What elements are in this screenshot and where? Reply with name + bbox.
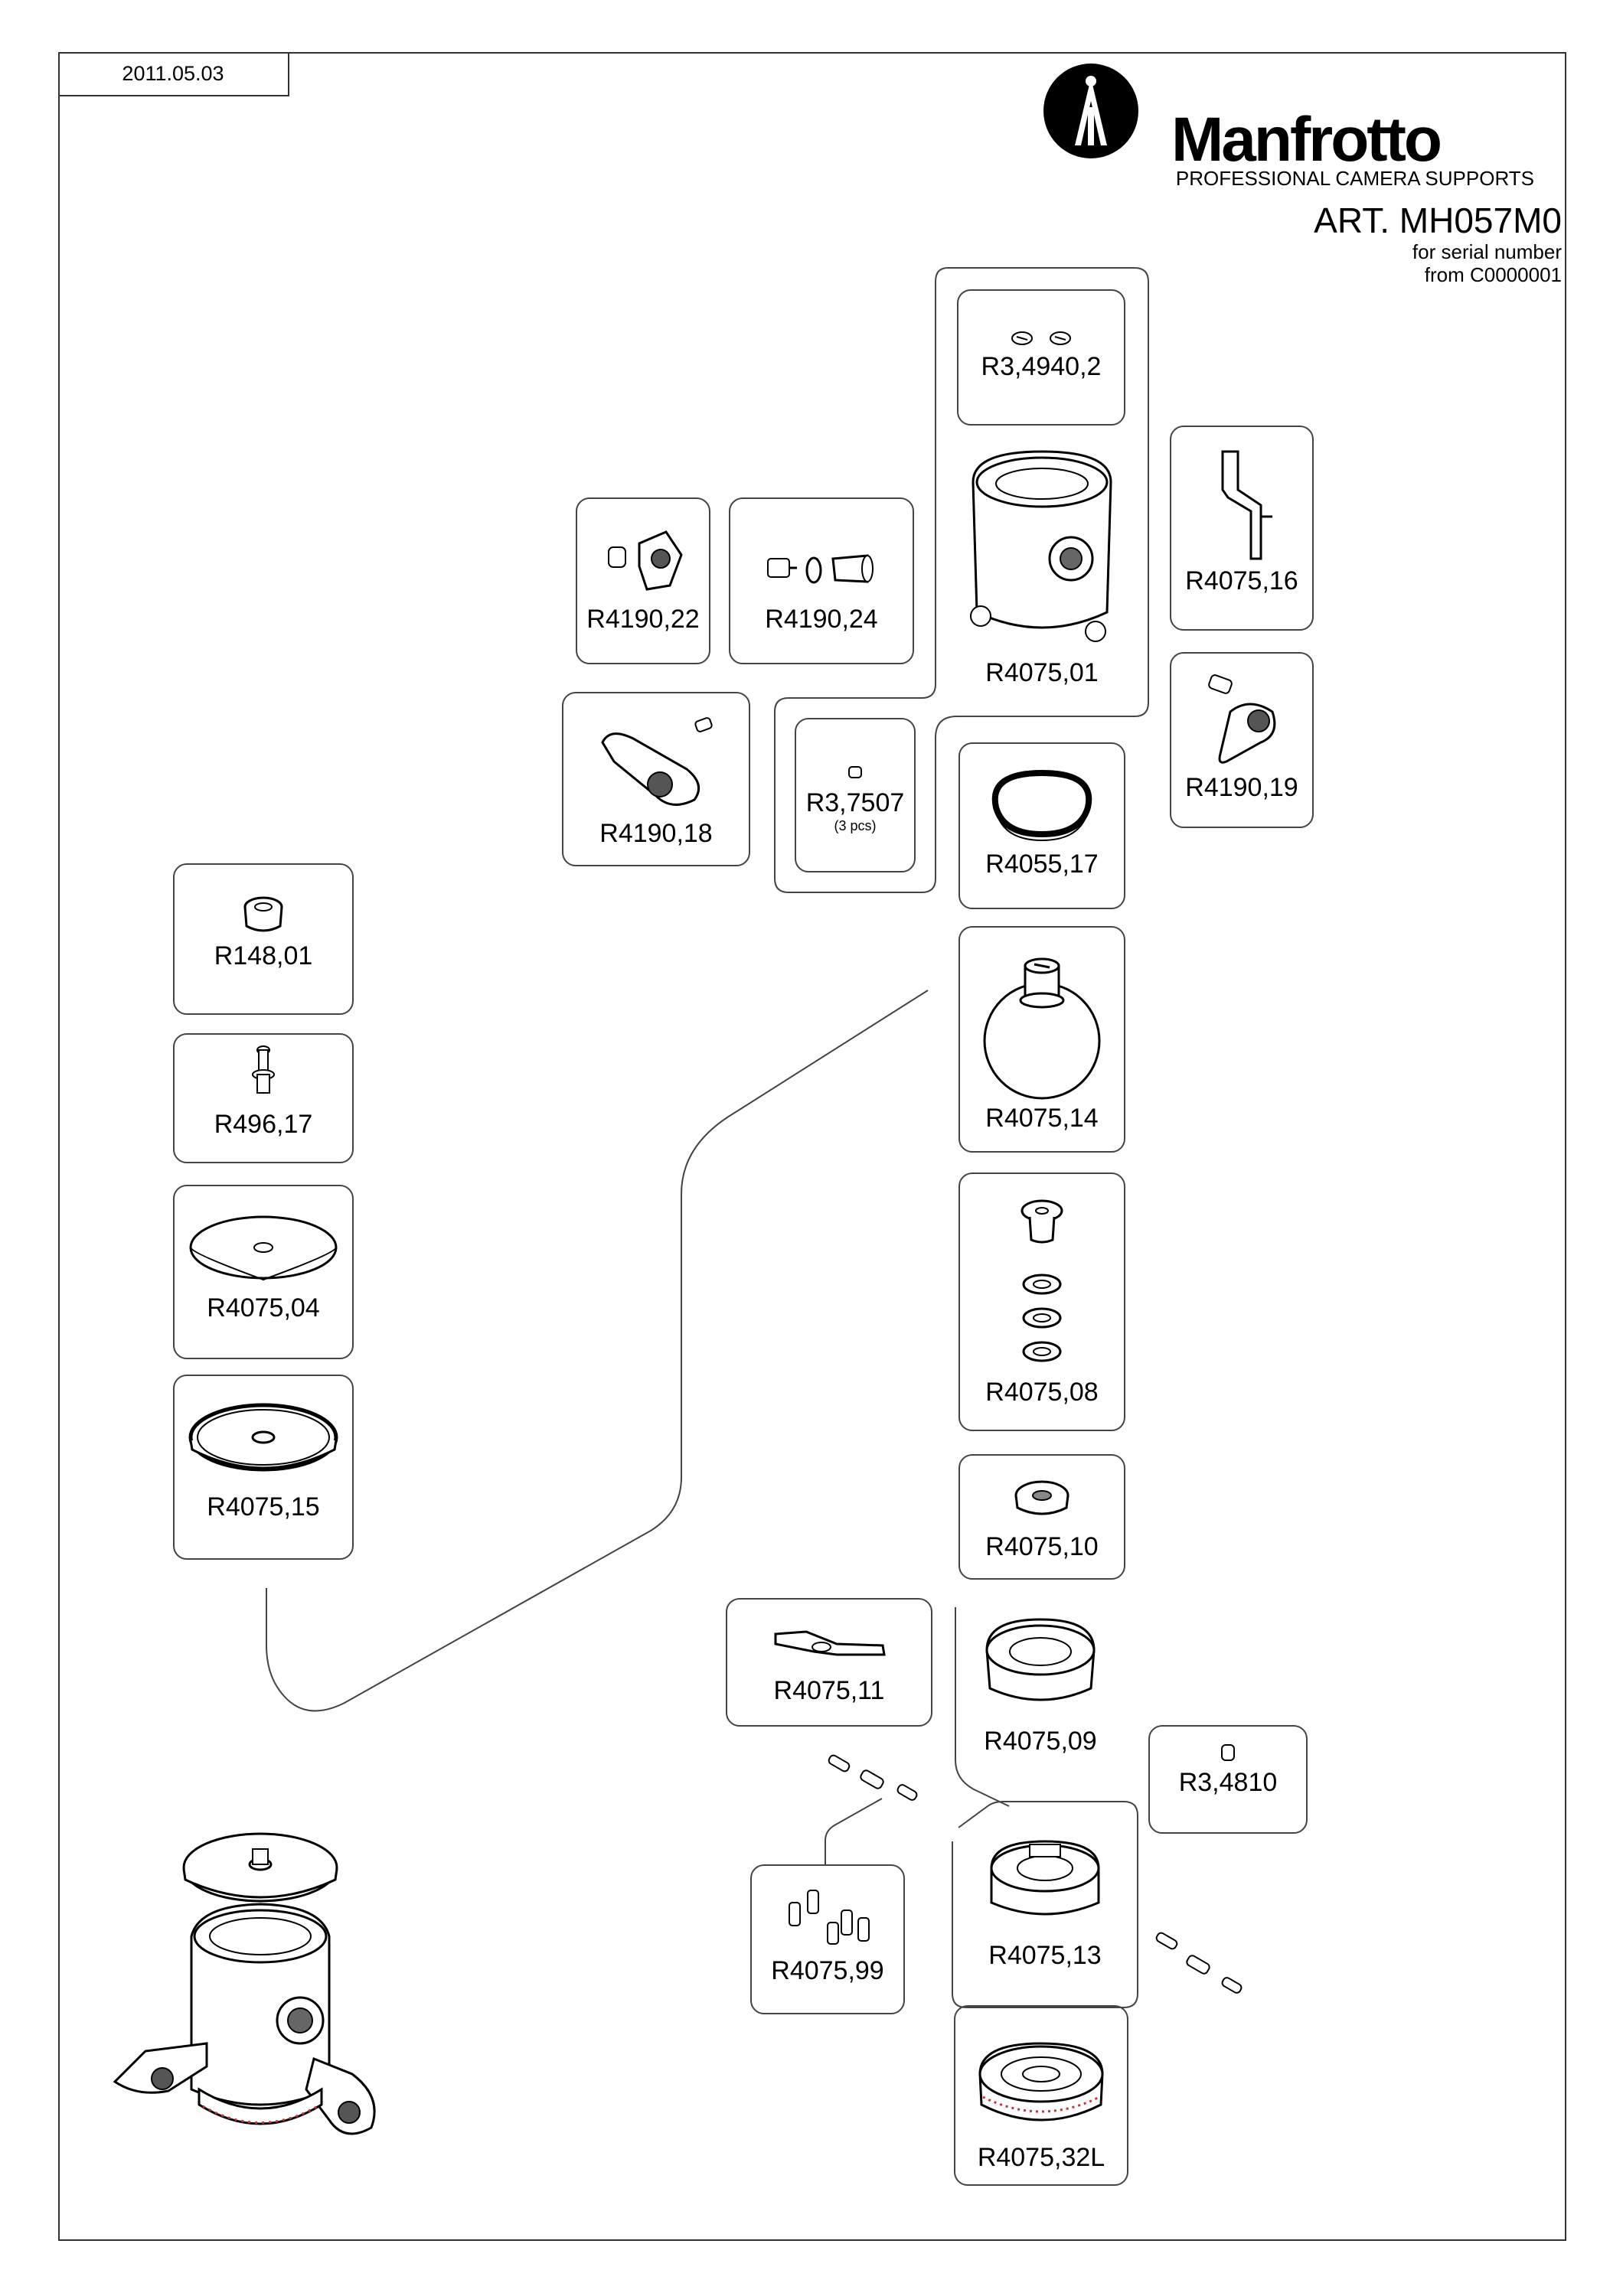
part-code: R4075,32L	[977, 2143, 1105, 2172]
head-body-icon	[970, 450, 1112, 642]
part-code: R3,4940,2	[981, 352, 1102, 381]
part-r4075-16[interactable]: R4075,16	[1170, 444, 1314, 596]
screw-icon	[252, 1045, 275, 1094]
drawing-frame	[58, 52, 1566, 2241]
part-code: R4075,14	[985, 1104, 1099, 1133]
part-code: R4075,99	[771, 1956, 884, 1985]
part-r4075-09[interactable]: R4075,09	[954, 1604, 1127, 1756]
part-code: R3,4810	[1178, 1768, 1278, 1797]
part-r4190-24[interactable]: R4190,24	[729, 536, 914, 634]
part-code: R4190,22	[586, 605, 700, 634]
part-box-r4075-32l	[954, 2005, 1128, 2186]
part-r4075-01[interactable]: R4075,01	[936, 444, 1148, 688]
part-box-r4075-08	[958, 1172, 1125, 1431]
part-code: R4055,17	[985, 850, 1099, 879]
clamp-lever-icon	[774, 1630, 886, 1656]
pins-set-icon	[789, 1890, 870, 1945]
assembled-head-illustration	[113, 1832, 376, 2135]
part-r4075-04[interactable]: R4075,04	[173, 1202, 354, 1323]
part-box-r4075-15	[173, 1375, 354, 1560]
part-code: R3,7507	[805, 788, 905, 817]
date-box: 2011.05.03	[58, 52, 289, 96]
part-code: R4075,11	[773, 1676, 885, 1705]
screw-pair-icon	[1011, 331, 1071, 345]
part-code: R4190,24	[765, 605, 878, 634]
lever-icon	[1208, 674, 1276, 764]
ball-icon	[983, 957, 1101, 1100]
part-box-r4075-14	[958, 926, 1125, 1153]
part-box-r4075-11	[726, 1598, 932, 1727]
part-box-r4075-04	[173, 1185, 354, 1359]
split-ring-icon	[990, 1840, 1100, 1916]
part-box-r4190-24	[729, 497, 914, 664]
bushing-icon	[1014, 1480, 1069, 1515]
part-code: R4075,04	[207, 1293, 320, 1322]
part-code: R4075,13	[988, 1941, 1102, 1970]
article-number: ART. MH057M0	[1314, 201, 1562, 240]
small-pin-icon	[1221, 1744, 1235, 1761]
grub-screw-icon	[848, 766, 862, 778]
part-code: R4190,18	[599, 819, 713, 848]
part-r4075-08[interactable]: R4075,08	[958, 1194, 1125, 1407]
bracket-icon	[1221, 450, 1272, 560]
part-box-r148-01	[173, 863, 354, 1015]
ring-icon	[991, 769, 1092, 842]
part-box-r3-7507	[795, 718, 916, 872]
cup-icon	[985, 1618, 1096, 1701]
part-r4075-15[interactable]: R4075,15	[173, 1393, 354, 1522]
part-code: R4075,16	[1185, 566, 1298, 595]
part-r4075-32l[interactable]: R4075,32L	[954, 2020, 1128, 2173]
part-r4075-99[interactable]: R4075,99	[750, 1880, 905, 1986]
part-box-r4190-19	[1170, 652, 1314, 828]
nut-icon	[243, 896, 283, 932]
part-r4190-22[interactable]: R4190,22	[576, 520, 710, 634]
part-r148-01[interactable]: R148,01	[173, 888, 354, 971]
drawing-date: 2011.05.03	[122, 61, 224, 85]
part-code: R496,17	[214, 1110, 313, 1139]
serial-line-2: from C0000001	[1424, 263, 1562, 286]
part-box-r4075-16	[1170, 426, 1314, 631]
part-r4190-19[interactable]: R4190,19	[1170, 666, 1314, 803]
part-r4075-11[interactable]: R4075,11	[726, 1615, 932, 1706]
part-code: R148,01	[214, 941, 313, 970]
part-box-r4055-17	[958, 742, 1125, 909]
part-quantity: (3 pcs)	[834, 818, 877, 833]
plate-icon	[188, 1403, 338, 1472]
serial-line-1: for serial number	[1412, 240, 1562, 263]
lever-icon	[601, 717, 713, 806]
disc-icon	[189, 1215, 338, 1281]
screw-set-icon	[767, 554, 874, 584]
brand-tagline: PROFESSIONAL CAMERA SUPPORTS	[1175, 167, 1534, 190]
part-code: R4075,08	[985, 1378, 1099, 1407]
part-code: R4190,19	[1185, 773, 1298, 802]
article-block: ART. MH057M0 for serial number from C000…	[1314, 201, 1562, 287]
washers-icon	[1020, 1199, 1063, 1362]
part-box-r4190-22	[576, 497, 710, 664]
part-box-r4075-10	[958, 1454, 1125, 1580]
part-r4190-18[interactable]: R4190,18	[562, 704, 750, 849]
part-box-r3-4810	[1148, 1725, 1308, 1834]
part-box-r4190-18	[562, 692, 750, 866]
part-code: R4075,09	[984, 1727, 1097, 1756]
part-r4055-17[interactable]: R4055,17	[958, 758, 1125, 879]
part-r4075-13[interactable]: R4075,13	[952, 1826, 1138, 1971]
part-code: R4075,10	[985, 1532, 1099, 1561]
part-r3-7507[interactable]: R3,7507 (3 pcs)	[795, 758, 916, 834]
part-r3-4940-2[interactable]: R3,4940,2	[957, 321, 1125, 382]
part-code: R4075,15	[207, 1492, 320, 1521]
brand-block: Manfrotto PROFESSIONAL CAMERA SUPPORTS	[1041, 61, 1546, 199]
part-r496-17[interactable]: R496,17	[173, 1041, 354, 1140]
part-code: R4075,01	[985, 658, 1099, 687]
knob-icon	[608, 530, 683, 591]
brand-name: Manfrotto	[1171, 105, 1442, 174]
part-r3-4810[interactable]: R3,4810	[1148, 1737, 1308, 1798]
panoramic-base-icon	[978, 2042, 1104, 2122]
part-box-r4075-99	[750, 1864, 905, 2014]
part-box-r496-17	[173, 1033, 354, 1163]
part-r4075-10[interactable]: R4075,10	[958, 1471, 1125, 1562]
part-r4075-14[interactable]: R4075,14	[958, 935, 1125, 1133]
manfrotto-logo-icon	[1043, 64, 1138, 158]
part-box-r3-4940-2	[957, 289, 1125, 426]
